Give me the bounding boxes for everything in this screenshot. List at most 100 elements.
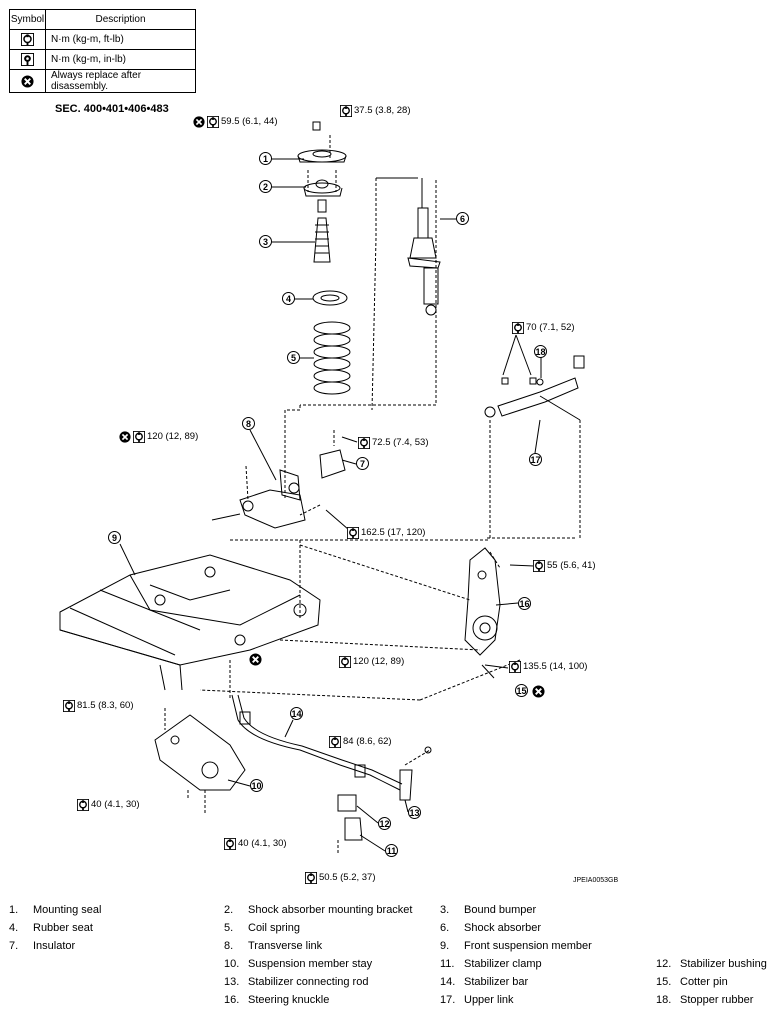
legend-num: 14. <box>440 976 456 988</box>
torque-value: 50.5 (5.2, 37) <box>319 872 376 883</box>
callout-17: 17 <box>529 453 542 466</box>
callout-16: 16 <box>518 597 531 610</box>
legend-name: Stopper rubber <box>680 994 754 1006</box>
legend-name: Stabilizer bar <box>464 976 529 988</box>
legend-num: 16. <box>224 994 240 1006</box>
replace-x-icon <box>119 431 131 443</box>
torque-value: 120 (12, 89) <box>147 431 199 442</box>
torque-wrench-icon <box>358 437 370 449</box>
torque-value: 72.5 (7.4, 53) <box>372 437 429 448</box>
legend-name: Shock absorber mounting bracket <box>248 904 413 916</box>
torque-label-14: 50.5 (5.2, 37) <box>305 872 376 884</box>
torque-label-13: 40 (4.1, 30) <box>224 838 287 850</box>
torque-wrench-icon <box>224 838 236 850</box>
callout-8: 8 <box>242 417 255 430</box>
torque-wrench-icon <box>63 700 75 712</box>
callout-2: 2 <box>259 180 272 193</box>
leader-lines <box>119 158 542 852</box>
torque-label-3: 70 (7.1, 52) <box>512 322 575 334</box>
torque-label-1: 59.5 (6.1, 44) <box>193 116 278 128</box>
torque-label-5: 72.5 (7.4, 53) <box>358 437 429 449</box>
callout-10: 10 <box>250 779 263 792</box>
callout-7: 7 <box>356 457 369 470</box>
callout-13: 13 <box>408 806 421 819</box>
legend-name: Steering knuckle <box>248 994 330 1006</box>
legend-name: Upper link <box>464 994 514 1006</box>
legend-name: Stabilizer connecting rod <box>248 976 369 988</box>
legend-num: 8. <box>224 940 234 952</box>
torque-wrench-icon <box>533 560 545 572</box>
member-stay-drawing <box>154 708 246 815</box>
torque-value: 84 (8.6, 62) <box>343 736 392 747</box>
replace-x-icon <box>249 653 262 666</box>
legend-name: Stabilizer bushing <box>680 958 767 970</box>
clamp-bushing-drawing <box>337 794 363 855</box>
torque-wrench-icon <box>512 322 524 334</box>
steering-knuckle-drawing <box>464 547 501 679</box>
legend-num: 7. <box>9 940 19 952</box>
upper-link-drawing <box>484 355 585 540</box>
legend-num: 17. <box>440 994 456 1006</box>
legend-name: Front suspension member <box>464 940 592 952</box>
legend-num: 5. <box>224 922 234 934</box>
callout-5: 5 <box>287 351 300 364</box>
torque-label-12: 40 (4.1, 30) <box>77 799 140 811</box>
torque-label-10: 81.5 (8.3, 60) <box>63 700 134 712</box>
torque-wrench-icon <box>339 656 351 668</box>
callout-18: 18 <box>534 345 547 358</box>
legend-name: Stabilizer clamp <box>464 958 542 970</box>
transverse-link-drawing <box>211 430 346 620</box>
torque-wrench-icon <box>340 105 352 117</box>
torque-value: 37.5 (3.8, 28) <box>354 105 411 116</box>
legend-num: 4. <box>9 922 19 934</box>
torque-value: 55 (5.6, 41) <box>547 560 596 571</box>
front-suspension-member-drawing <box>59 539 490 691</box>
callout-15: 15 <box>515 684 528 697</box>
legend-num: 18. <box>656 994 672 1006</box>
legend-num: 2. <box>224 904 234 916</box>
legend-num: 1. <box>9 904 19 916</box>
legend-name: Transverse link <box>248 940 323 952</box>
legend-num: 3. <box>440 904 450 916</box>
strut-mount-drawing <box>297 121 351 395</box>
torque-value: 135.5 (14, 100) <box>523 661 588 672</box>
torque-label-6: 162.5 (17, 120) <box>347 527 425 539</box>
callout-9: 9 <box>108 531 121 544</box>
legend-name: Bound bumper <box>464 904 537 916</box>
legend-num: 10. <box>224 958 240 970</box>
figure-id: JPEIA0053GB <box>573 877 619 884</box>
legend-name: Shock absorber <box>464 922 542 934</box>
callout-4: 4 <box>282 292 295 305</box>
callout-11: 11 <box>385 844 398 857</box>
torque-value: 59.5 (6.1, 44) <box>221 116 278 127</box>
replace-x-icon <box>193 116 205 128</box>
callout-6: 6 <box>456 212 469 225</box>
legend-name: Mounting seal <box>33 904 102 916</box>
torque-value: 162.5 (17, 120) <box>361 527 426 538</box>
symbol-table: Symbol Description N·m (kg-m, ft-lb) N·m… <box>9 9 196 93</box>
legend-num: 9. <box>440 940 450 952</box>
torque-value: 70 (7.1, 52) <box>526 322 575 333</box>
torque-wrench-icon <box>207 116 219 128</box>
torque-label-9: 135.5 (14, 100) <box>509 661 587 673</box>
legend-num: 6. <box>440 922 450 934</box>
torque-wrench-icon <box>509 661 521 673</box>
stabilizer-bar-drawing <box>199 659 521 801</box>
torque-wrench-icon <box>329 736 341 748</box>
callout-12: 12 <box>378 817 391 830</box>
callout-14: 14 <box>290 707 303 720</box>
replace-x-icon <box>532 685 545 698</box>
torque-label-11: 84 (8.6, 62) <box>329 736 392 748</box>
torque-label-2: 37.5 (3.8, 28) <box>340 105 411 117</box>
legend-name: Suspension member stay <box>248 958 373 970</box>
callout-3: 3 <box>259 235 272 248</box>
legend-name: Cotter pin <box>680 976 728 988</box>
legend-name: Coil spring <box>248 922 300 934</box>
torque-wrench-icon <box>77 799 89 811</box>
legend-name: Rubber seat <box>33 922 93 934</box>
legend-num: 12. <box>656 958 672 970</box>
torque-label-8: 120 (12, 89) <box>339 656 404 668</box>
shock-absorber-drawing <box>284 177 441 500</box>
torque-value: 81.5 (8.3, 60) <box>77 700 134 711</box>
